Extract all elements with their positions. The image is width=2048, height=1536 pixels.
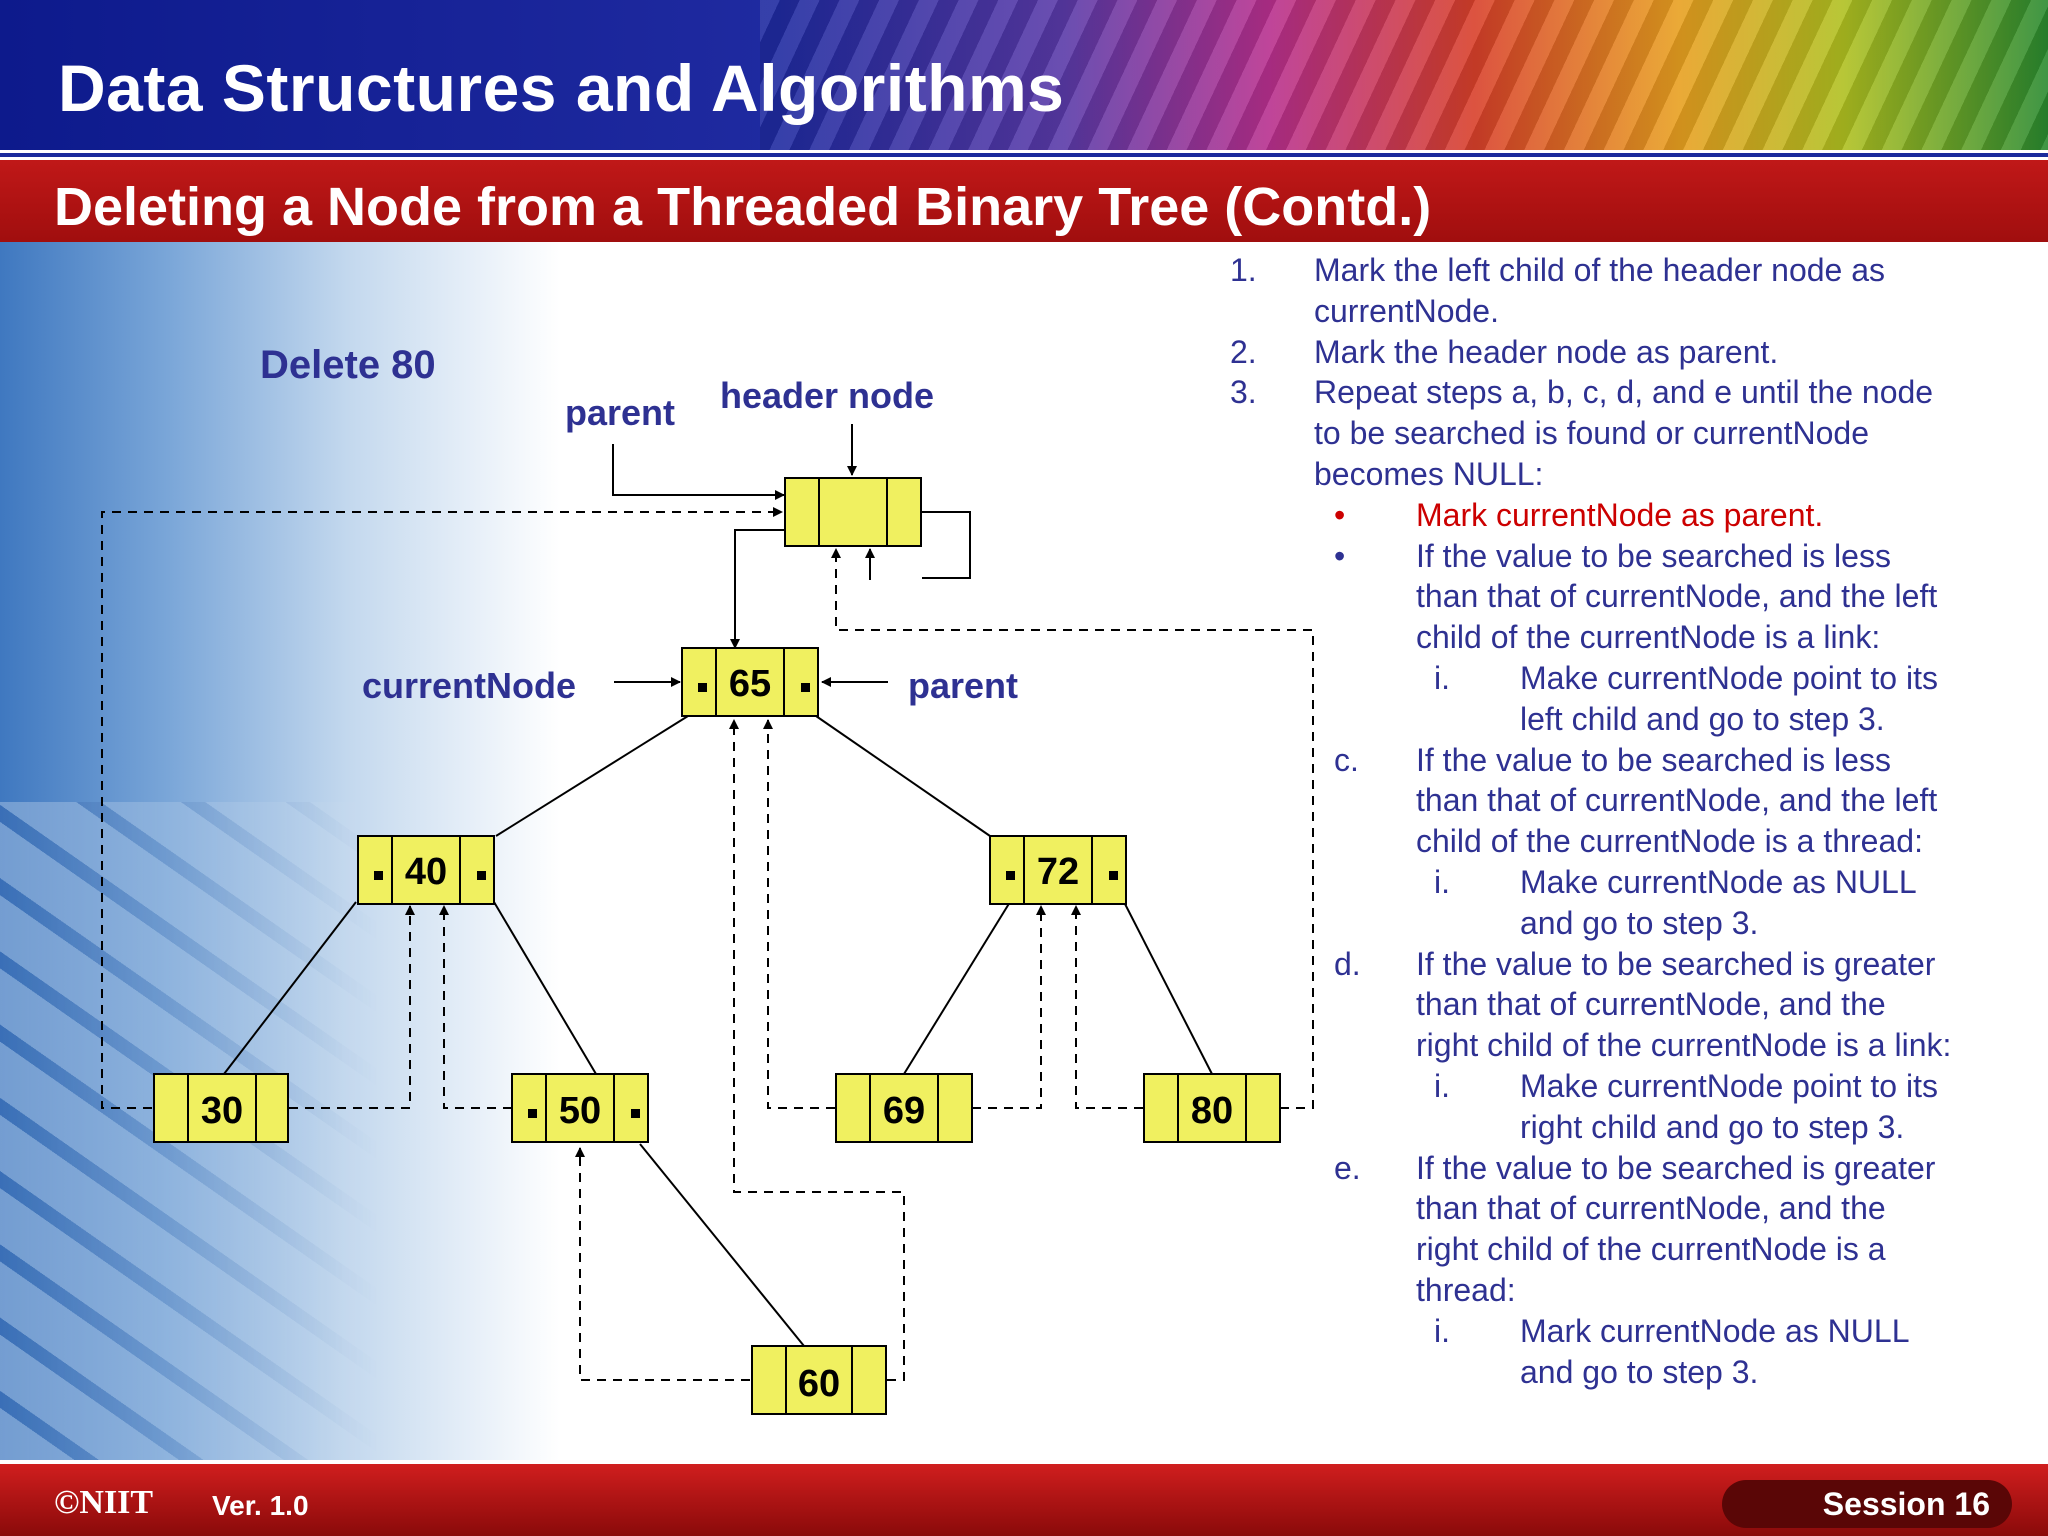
tree-node-69: 69 <box>835 1073 973 1143</box>
subsubstep-line: right child and go to step 3. <box>1520 1108 1905 1145</box>
subsubstep-marker: i. <box>1434 1067 1450 1104</box>
subsubstep-marker: i. <box>1434 1312 1450 1349</box>
step-marker: 1. <box>1230 252 1257 288</box>
node-50-value: 50 <box>559 1090 601 1132</box>
substep-d: d. If the value to be searched is greate… <box>1230 944 2010 1066</box>
parent-label-top: parent <box>565 392 675 433</box>
substep-d-i: i. Make currentNode point to its right c… <box>1230 1066 2010 1148</box>
substep-line: than that of currentNode, and the <box>1416 1190 1886 1227</box>
substep-e-i: i. Mark currentNode as NULL and go to st… <box>1230 1311 2010 1393</box>
substep-line: Mark currentNode as parent. <box>1416 496 1824 533</box>
tree-child-links <box>223 511 1213 1347</box>
node-30-value: 30 <box>201 1090 243 1132</box>
substep-line: right child of the currentNode is a <box>1416 1231 1886 1268</box>
footer-bar <box>0 1464 2048 1536</box>
subsubstep-line: Mark currentNode as NULL <box>1520 1312 1910 1349</box>
step-line: becomes NULL: <box>1314 455 1544 492</box>
step-line: to be searched is found or currentNode <box>1314 415 1869 452</box>
substep-line: thread: <box>1416 1271 1516 1308</box>
step-1: 1. Mark the left child of the header nod… <box>1230 250 2010 332</box>
subsubstep-marker: i. <box>1434 863 1450 900</box>
banner-divider <box>0 150 2048 160</box>
node-65-value: 65 <box>729 663 771 705</box>
substep-line: If the value to be searched is greater <box>1416 1149 1936 1186</box>
substep-line: If the value to be searched is less <box>1416 537 1891 574</box>
tree-node-50: 50 <box>511 1073 649 1143</box>
subsubstep-line: Make currentNode point to its <box>1520 1067 1938 1104</box>
substep-marker: d. <box>1334 945 1361 982</box>
step-2: 2. Mark the header node as parent. <box>1230 332 2010 373</box>
subsubstep-marker: i. <box>1434 659 1450 696</box>
substep-line: child of the currentNode is a link: <box>1416 619 1881 656</box>
subsubstep-line: and go to step 3. <box>1520 1353 1759 1390</box>
substep-marker: c. <box>1334 741 1359 778</box>
step-line: Mark the left child of the header node a… <box>1314 252 1886 288</box>
node-60-value: 60 <box>798 1363 840 1405</box>
tree-node-65: 65 <box>681 647 819 717</box>
tree-node-72: 72 <box>989 835 1127 905</box>
step-line: currentNode. <box>1314 292 1499 329</box>
subsubstep-line: left child and go to step 3. <box>1520 700 1885 737</box>
substep-line: than that of currentNode, and the left <box>1416 782 1938 819</box>
substep-a: • Mark currentNode as parent. <box>1230 495 2010 536</box>
step-line: Mark the header node as parent. <box>1314 333 1779 370</box>
tree-thread-links <box>101 507 1314 1381</box>
substep-line: If the value to be searched is less <box>1416 741 1891 778</box>
session-label: Session 16 <box>1822 1486 1990 1522</box>
session-badge <box>1722 1480 2012 1528</box>
substep-bullet: • <box>1334 496 1346 533</box>
node-72-value: 72 <box>1037 851 1079 893</box>
node-40-value: 40 <box>405 851 447 893</box>
parent-label-right: parent <box>908 665 1018 706</box>
niit-logo: ©NIIT <box>54 1484 154 1521</box>
substep-marker: e. <box>1334 1149 1361 1186</box>
step-3: 3. Repeat steps a, b, c, d, and e until … <box>1230 372 2010 494</box>
footer-divider <box>0 1460 2048 1464</box>
step-marker: 3. <box>1230 374 1257 411</box>
substep-line: than that of currentNode, and the left <box>1416 578 1938 615</box>
banner-photo-collage <box>760 0 2048 150</box>
header-node <box>784 477 922 547</box>
version-label: Ver. 1.0 <box>212 1490 309 1521</box>
substep-line: than that of currentNode, and the <box>1416 986 1886 1023</box>
substep-b-i: i. Make currentNode point to its left ch… <box>1230 658 2010 740</box>
subsubstep-line: Make currentNode as NULL <box>1520 863 1917 900</box>
subtitle-banner <box>0 160 2048 242</box>
substep-line: child of the currentNode is a thread: <box>1416 823 1923 860</box>
node-80-value: 80 <box>1191 1090 1233 1132</box>
algorithm-steps: 1. Mark the left child of the header nod… <box>1230 250 2010 1392</box>
threaded-binary-tree-diagram: Delete 80 parent header node currentNode… <box>101 343 1314 1415</box>
substep-c-i: i. Make currentNode as NULL and go to st… <box>1230 862 2010 944</box>
node-69-value: 69 <box>883 1090 925 1132</box>
substep-line: right child of the currentNode is a link… <box>1416 1027 1952 1064</box>
substep-bullet: • <box>1334 537 1346 574</box>
substep-b: • If the value to be searched is less th… <box>1230 536 2010 658</box>
header-node-label: header node <box>720 375 934 416</box>
delete-heading: Delete 80 <box>260 343 436 387</box>
substep-line: If the value to be searched is greater <box>1416 945 1936 982</box>
tree-node-40: 40 <box>357 835 495 905</box>
current-node-label: currentNode <box>362 665 576 706</box>
subsubstep-line: and go to step 3. <box>1520 904 1759 941</box>
step-line: Repeat steps a, b, c, d, and e until the… <box>1314 374 1934 411</box>
step-marker: 2. <box>1230 333 1257 370</box>
substep-c: c. If the value to be searched is less t… <box>1230 740 2010 862</box>
tree-node-30: 30 <box>153 1073 289 1143</box>
slide-title: Deleting a Node from a Threaded Binary T… <box>54 177 1432 237</box>
course-title: Data Structures and Algorithms <box>58 51 1065 125</box>
substep-e: e. If the value to be searched is greate… <box>1230 1148 2010 1311</box>
label-pointer-arrows <box>612 424 888 687</box>
subsubstep-line: Make currentNode point to its <box>1520 659 1938 696</box>
tree-node-60: 60 <box>751 1345 887 1415</box>
title-banner <box>0 0 2048 150</box>
tree-node-80: 80 <box>1143 1073 1281 1143</box>
